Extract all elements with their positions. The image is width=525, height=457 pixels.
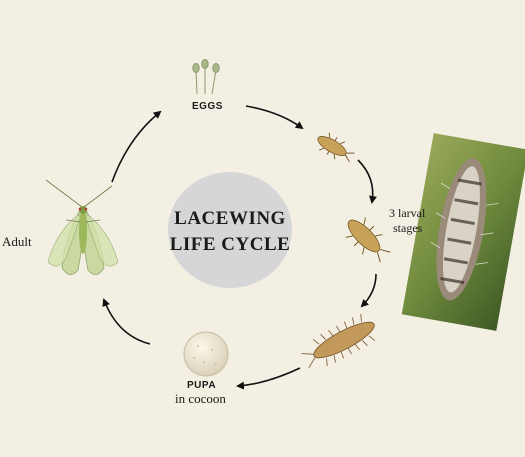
adult-lacewing-icon <box>45 179 119 275</box>
larva-photo <box>401 133 525 331</box>
cycle-arrow-icon <box>357 159 377 204</box>
larva-icon <box>317 132 355 163</box>
title-block: LACEWING LIFE CYCLE <box>168 208 292 255</box>
pupa-label: PUPA <box>187 380 217 391</box>
larva-icon <box>345 217 391 263</box>
pupa-cocoon-icon <box>183 331 229 377</box>
eggs-label: EGGS <box>192 101 223 112</box>
center-circle <box>168 172 292 288</box>
cycle-arrow-icon <box>102 298 151 345</box>
title-line-2: LIFE CYCLE <box>169 234 291 255</box>
cycle-arrow-icon <box>245 105 304 130</box>
larval-label: 3 larval <box>389 206 426 220</box>
larval-stages-label: stages <box>393 221 423 235</box>
title-line-1: LACEWING <box>174 208 286 229</box>
cycle-arrow-icon <box>236 367 301 390</box>
larva-icon <box>301 314 376 368</box>
eggs-icon <box>192 59 220 95</box>
pupa-cocoon-label: in cocoon <box>175 391 226 406</box>
cycle-arrow-icon <box>111 110 162 183</box>
cycle-arrow-icon <box>360 273 377 308</box>
adult-label: Adult <box>2 234 32 249</box>
